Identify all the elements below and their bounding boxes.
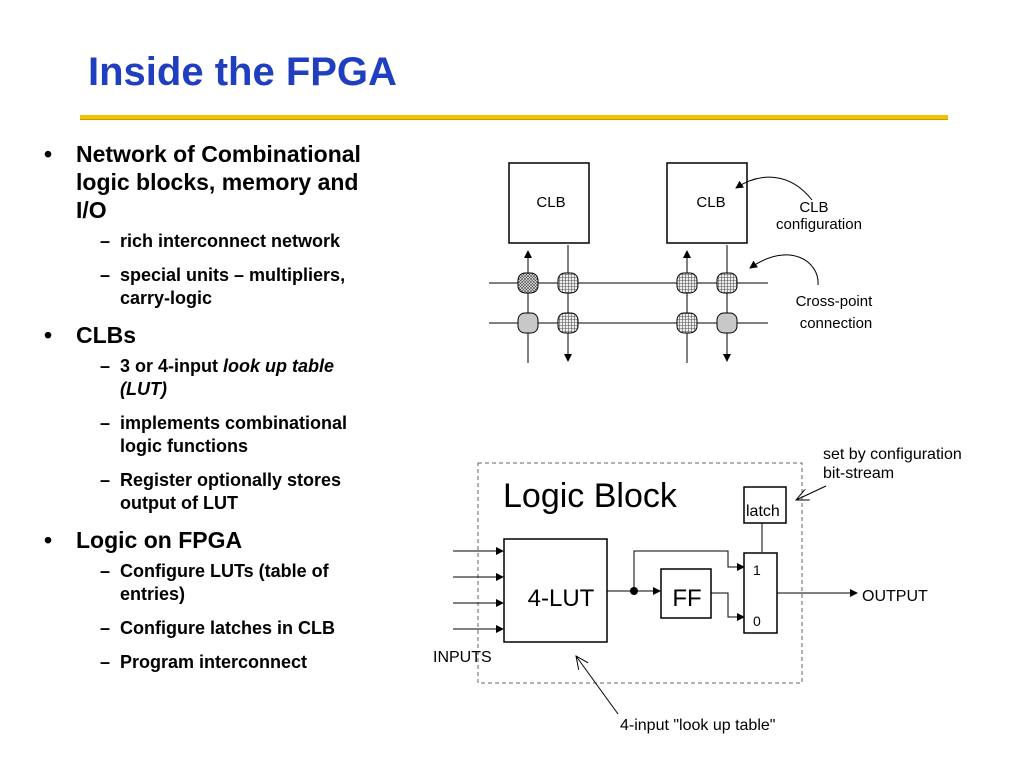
cross-point [676, 272, 698, 294]
lut-label: 4-LUT [528, 585, 595, 612]
ff-box [660, 568, 712, 619]
cross-point [716, 272, 738, 294]
logic-block-diagram: Logic Block INPUTS 4-LUT FF 1 0 latch [433, 446, 966, 734]
crosspoint-arrow [749, 254, 819, 286]
clb-config-label: CLB configuration [776, 199, 862, 233]
bullet-dot: • [44, 322, 53, 348]
logic-block-title: Logic Block [503, 477, 678, 515]
ff-label: FF [672, 585, 701, 612]
ff-output-wire [711, 592, 745, 621]
bullet-clbs: • CLBs [42, 321, 432, 349]
interconnect-diagram: CLB CLB CLB configuration [489, 162, 877, 363]
mux-input-0-label: 0 [753, 613, 761, 629]
crosspoint-label: Cross-point connection [796, 293, 877, 332]
cross-point [517, 272, 539, 294]
title-underline [80, 115, 948, 120]
latch-box [743, 486, 787, 524]
mux-input-1-label: 1 [753, 562, 761, 578]
sub-text: 3 or 4-input look up table(LUT) [120, 356, 335, 399]
lut-inputs [453, 547, 504, 633]
sub-text: rich interconnect network [120, 231, 341, 251]
cross-point-switches [517, 272, 738, 334]
cross-point [517, 312, 539, 334]
clb-label-right: CLB [696, 194, 725, 211]
mux-box [743, 552, 778, 634]
clb-box-right [666, 162, 748, 244]
lut-note: 4-input "look up table" [620, 717, 775, 734]
config-note: set by configuration bit-stream [823, 446, 966, 482]
cross-point [716, 312, 738, 334]
clb-box-left [508, 162, 590, 244]
inputs-label: INPUTS [433, 649, 492, 666]
sub-configure-latches: – Configure latches in CLB [100, 618, 336, 638]
sub-special-units: – special units – multipliers,carry-logi… [100, 265, 346, 308]
cross-point [557, 272, 579, 294]
lut-note-arrow [576, 656, 619, 715]
config-note-arrow [796, 485, 827, 500]
sub-text: Program interconnect [120, 652, 308, 672]
clb-config-arrow [735, 176, 813, 201]
bullet-dot: • [44, 527, 53, 553]
sub-text: special units – multipliers,carry-logic [120, 265, 346, 308]
bullet-dot: • [44, 141, 53, 167]
sub-rich-interconnect: – rich interconnect network [100, 231, 341, 251]
cross-point [676, 312, 698, 334]
bypass-wire [633, 550, 745, 591]
bullet-clbs-text: CLBs [76, 322, 137, 348]
sub-text: Configure latches in CLB [120, 618, 336, 638]
sub-program-interconnect: – Program interconnect [100, 652, 308, 672]
lut-box [503, 538, 608, 643]
bullet-logic-on-fpga: • Logic on FPGA [42, 526, 432, 554]
logic-block-boundary [477, 462, 803, 684]
sub-lut: – 3 or 4-input look up table(LUT) [100, 356, 335, 399]
latch-label: latch [746, 503, 780, 520]
cross-point [557, 312, 579, 334]
clb-label-left: CLB [536, 194, 565, 211]
slide-title: Inside the FPGA [88, 50, 397, 94]
output-label: OUTPUT [862, 588, 928, 605]
bullet-logic-text: Logic on FPGA [76, 527, 243, 553]
